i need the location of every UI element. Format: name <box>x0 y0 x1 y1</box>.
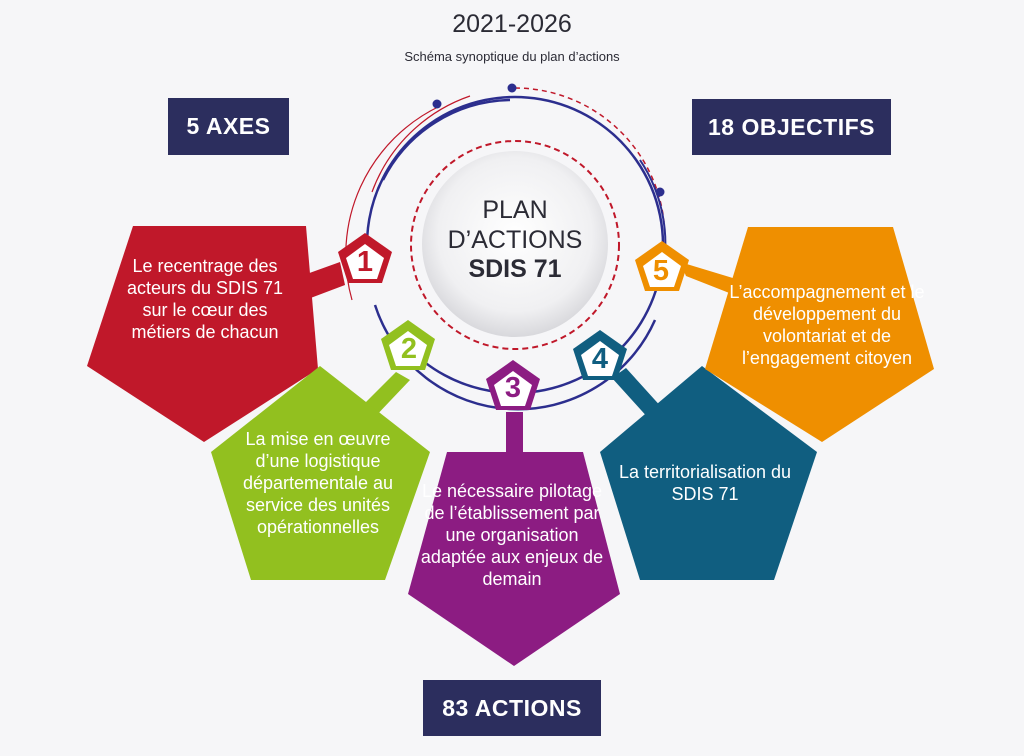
pentagon-axe-4 <box>600 366 817 580</box>
axe-5-number: 5 <box>652 255 670 287</box>
badge-actions: 83 ACTIONS <box>423 680 601 736</box>
pentagon-axe-3 <box>408 452 620 666</box>
axe-1-text: Le recentrage des acteurs du SDIS 71 sur… <box>126 256 284 342</box>
axe-4-number: 4 <box>591 343 609 375</box>
pentagon-axe-1 <box>87 226 318 442</box>
axe-3-text: Le nécessaire pilotage de l’établissemen… <box>420 481 604 589</box>
axe-1-number: 1 <box>356 246 374 278</box>
center-title-line2: D’ACTIONS <box>447 226 583 254</box>
pentagon-axe-5 <box>705 227 934 442</box>
center-title-line3: SDIS 71 <box>468 255 562 283</box>
badge-objectifs: 18 OBJECTIFS <box>692 99 891 155</box>
pentagon-axe-2 <box>211 366 430 580</box>
axe-2-text: La mise en œuvre d’une logistique départ… <box>242 429 394 537</box>
center-disc <box>422 151 608 337</box>
axe-5-text: L’accompagnement et le développement du … <box>729 282 925 368</box>
diagram-year: 2021-2026 <box>452 10 572 38</box>
diagram-subtitle: Schéma synoptique du plan d’actions <box>404 49 620 64</box>
badge-axes: 5 AXES <box>168 98 289 155</box>
axe-4-text: La territorialisation du SDIS 71 <box>618 462 792 504</box>
center-title-line1: PLAN <box>482 196 548 224</box>
axe-3-number: 3 <box>504 372 522 404</box>
axe-2-number: 2 <box>400 333 418 365</box>
